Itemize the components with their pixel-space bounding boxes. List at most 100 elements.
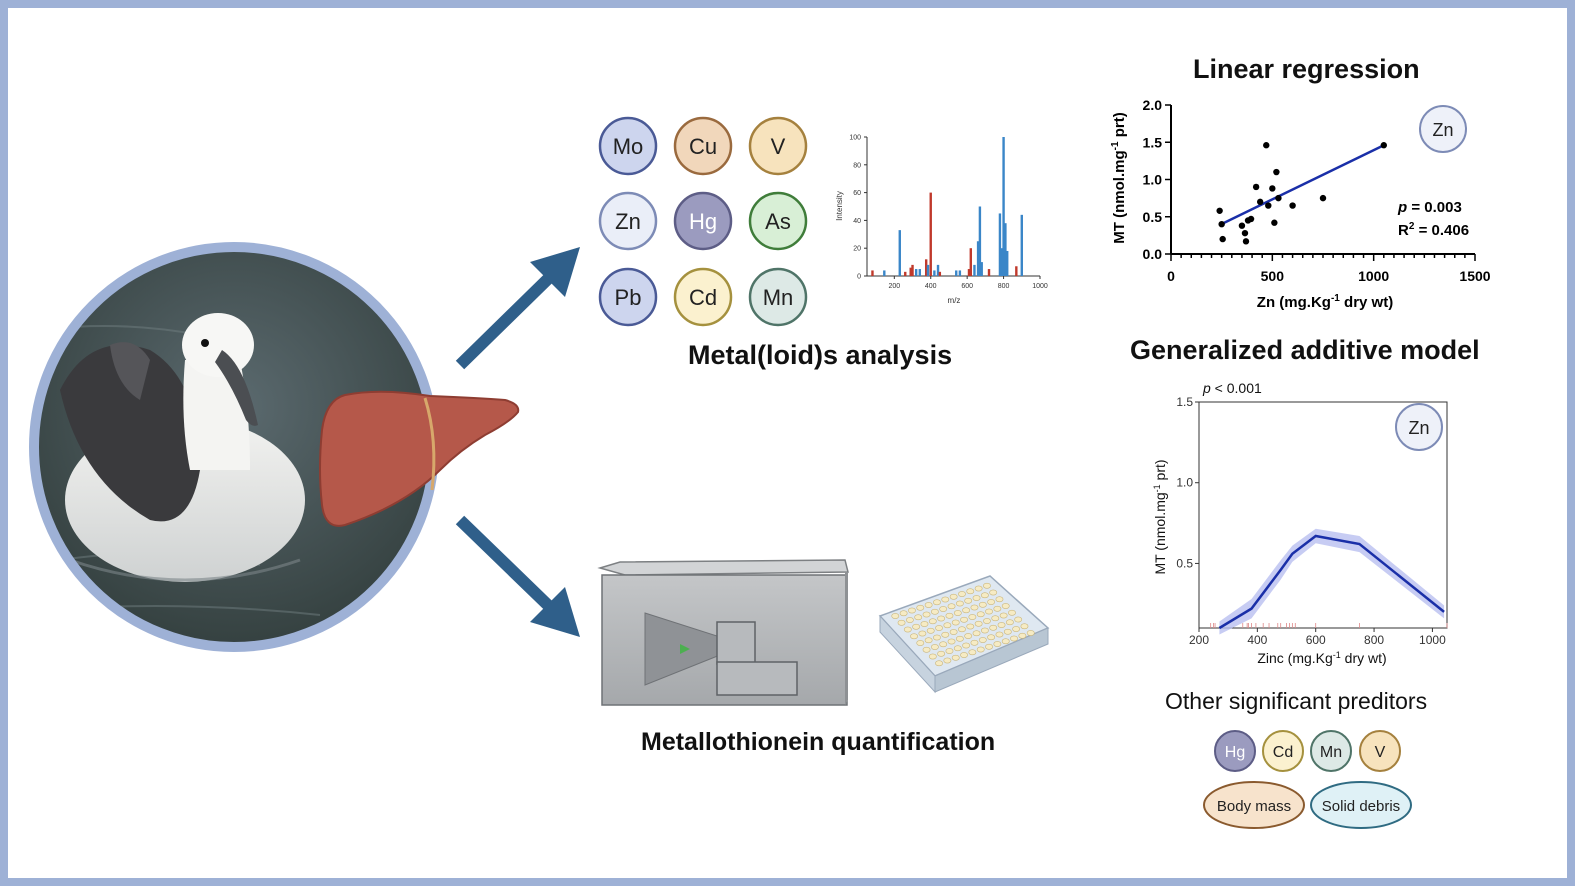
plate-well <box>1001 638 1010 645</box>
spectrum-peak <box>926 264 930 276</box>
plate-well <box>910 633 918 640</box>
plate-well <box>1014 616 1023 623</box>
predictor-circle <box>1359 730 1401 772</box>
linreg-point <box>1218 221 1225 228</box>
gam-x-label: Zinc (mg.Kg-1 dry wt) <box>1257 650 1386 666</box>
plate-well <box>987 634 996 641</box>
plate-well <box>970 604 979 611</box>
element-cu-badge: Cu <box>673 116 733 176</box>
element-circle <box>598 116 658 176</box>
gam-x-tick-label: 800 <box>1364 633 1384 647</box>
plate-well <box>976 646 985 653</box>
spectrum-peak <box>976 241 980 276</box>
spectrum-peak <box>898 230 901 276</box>
spectrum-x-tick-label: 1000 <box>1032 283 1048 290</box>
bird-wing <box>60 345 200 522</box>
spectrum-peak <box>1004 223 1007 276</box>
spectrum-peak <box>938 271 942 276</box>
plate-well <box>918 630 927 637</box>
predictor-circle <box>1310 730 1352 772</box>
plate-well <box>1008 609 1016 616</box>
plate-well <box>964 633 973 639</box>
element-circle <box>598 191 658 251</box>
predictor-cd-badge: Cd <box>1262 730 1304 772</box>
plate-well <box>949 593 958 600</box>
plate-well <box>1001 603 1010 609</box>
spectrum-peak <box>958 270 962 276</box>
plate-well <box>966 623 975 630</box>
factor-label: Solid debris <box>1322 798 1400 815</box>
spectrum-peak <box>904 271 907 276</box>
element-symbol: V <box>771 134 786 159</box>
linreg-point <box>1265 202 1272 209</box>
spectrum-y-tick-label: 20 <box>853 246 861 253</box>
linreg-point <box>1216 207 1223 214</box>
linreg-point <box>1269 185 1276 192</box>
plate-well <box>930 608 939 615</box>
gam-y-tick-label: 0.5 <box>1176 556 1193 570</box>
spectrum-peak <box>918 269 922 276</box>
linreg-zn-badge: Zn <box>1419 105 1467 153</box>
plate-well <box>993 641 1002 647</box>
linear-regression-title: Linear regression <box>1193 54 1420 84</box>
plate-well <box>941 631 950 638</box>
plate-well <box>951 619 960 626</box>
linreg-fit-line <box>1219 144 1385 227</box>
plate-well <box>993 605 1002 612</box>
plate-well <box>953 610 962 616</box>
plate-well <box>1010 635 1018 642</box>
plate-well <box>928 618 937 625</box>
plate-well <box>980 627 989 634</box>
albatross-photo <box>29 242 439 652</box>
linreg-point <box>1256 198 1264 206</box>
linreg-point <box>1263 142 1270 149</box>
plate-well <box>899 610 908 617</box>
plate-well <box>951 654 960 661</box>
plate-well <box>962 642 971 649</box>
badge-symbol: Zn <box>1432 120 1453 140</box>
linreg-y-tick-label: 2.0 <box>1143 97 1163 113</box>
linreg-point <box>1252 183 1260 191</box>
gam-title: Generalized additive model <box>1130 335 1480 365</box>
element-symbol: Hg <box>689 209 717 234</box>
arrow-down <box>455 515 580 637</box>
plate-well <box>987 599 996 605</box>
linreg-point <box>1275 194 1282 202</box>
plate-well <box>922 646 931 653</box>
spectrum-peak <box>969 248 972 276</box>
plate-well <box>983 582 991 589</box>
plate-well <box>960 616 968 623</box>
element-symbol: Cd <box>689 285 717 310</box>
plate-well <box>916 640 925 646</box>
element-v-badge: V <box>748 116 808 176</box>
element-zn-badge: Zn <box>598 191 658 251</box>
plate-well <box>989 589 998 596</box>
element-mo-badge: Mo <box>598 116 658 176</box>
spectrum-peak <box>883 270 886 276</box>
plate-well <box>991 615 1000 622</box>
linreg-point <box>1273 168 1280 176</box>
factor-ellipse <box>1310 781 1412 829</box>
spectrum-peak <box>933 270 936 276</box>
plate-well <box>989 624 998 631</box>
gam-p-value: p < 0.001 <box>1202 380 1262 396</box>
plate-well <box>953 645 962 652</box>
predictor-factor-2: Solid debris <box>1310 781 1412 829</box>
plate-well <box>972 595 981 601</box>
plate-well <box>926 627 935 634</box>
plate-well <box>999 612 1008 619</box>
plate-well <box>903 626 912 633</box>
linreg-y-tick-label: 1.5 <box>1143 134 1163 150</box>
gam-zn-badge: Zn <box>1395 403 1443 451</box>
linreg-x-tick-label: 1500 <box>1459 268 1490 284</box>
factor-ellipse <box>1203 781 1305 829</box>
element-symbol: Pb <box>615 285 642 310</box>
predictor-circle <box>1262 730 1304 772</box>
plate-well <box>922 611 931 618</box>
plate-well <box>935 625 943 631</box>
mt-quantification-title: Metallothionein quantification <box>641 728 996 756</box>
element-symbol: Zn <box>615 209 641 234</box>
